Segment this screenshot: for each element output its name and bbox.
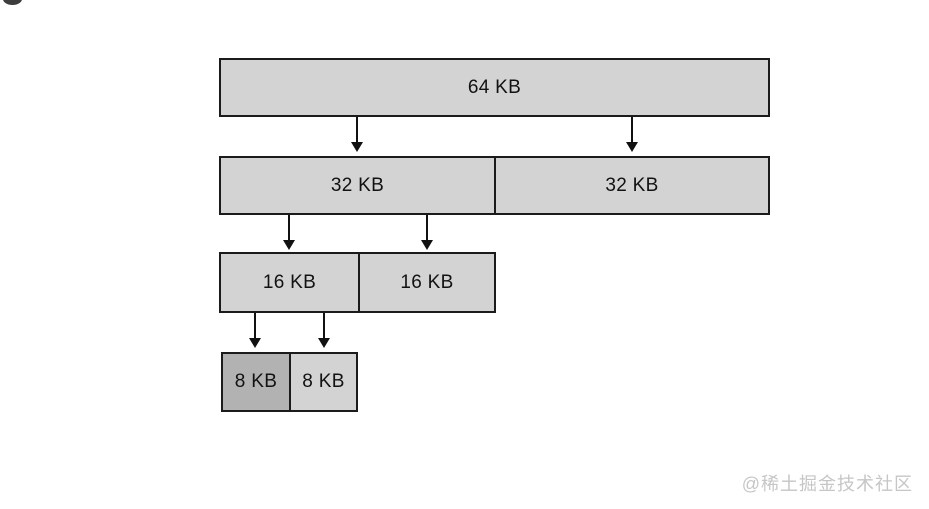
- block-32kb-0: 32 KB: [219, 156, 496, 215]
- block-16kb-1: 16 KB: [358, 252, 496, 313]
- split-arrow-icon: [351, 117, 363, 152]
- block-8kb-1: 8 KB: [289, 352, 358, 412]
- split-arrow-icon: [626, 117, 638, 152]
- split-arrow-icon: [318, 313, 330, 348]
- corner-dot-icon: [3, 0, 22, 5]
- block-8kb-0: 8 KB: [221, 352, 291, 412]
- watermark-text: @稀土掘金技术社区: [741, 474, 913, 494]
- block-64kb: 64 KB: [219, 58, 770, 117]
- block-32kb-1: 32 KB: [494, 156, 770, 215]
- split-arrow-icon: [283, 215, 295, 250]
- split-arrow-icon: [421, 215, 433, 250]
- block-16kb-0: 16 KB: [219, 252, 360, 313]
- split-arrow-icon: [249, 313, 261, 348]
